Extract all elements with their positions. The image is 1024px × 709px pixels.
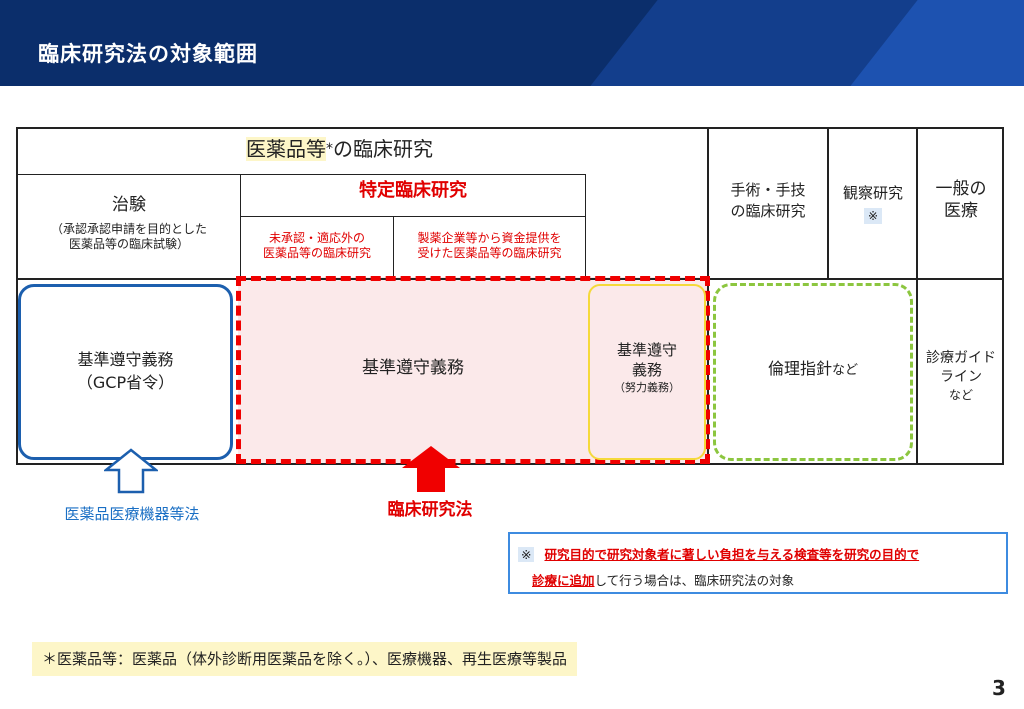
note-mark-icon: ※ (518, 547, 535, 562)
page-number: 3 (992, 676, 1006, 700)
pmd-act-label: 医薬品医療機器等法 (64, 505, 200, 523)
observation-research-label: 観察研究 ※ (842, 184, 903, 224)
clinical-act-label: 臨床研究法 (387, 500, 473, 520)
effort-duty-box (588, 284, 706, 460)
gcp-duty-label: 基準遵守義務（GCP省令） (76, 350, 175, 393)
ethics-guideline-label: 倫理指針など (767, 359, 859, 378)
funded-research-label: 製薬企業等から資金提供を受けた医薬品等の臨床研究 (417, 231, 562, 260)
chiken-sub: （承認承認申請を目的とした医薬品等の臨床試験） (50, 222, 207, 251)
ethics-guideline-box (713, 283, 913, 461)
note-box (508, 532, 1008, 594)
header-bar (0, 0, 1024, 86)
footnote: ＊医薬品等：医薬品（体外診断用医薬品を除く。）、医療機器、再生医療等製品 (32, 642, 578, 676)
page-title: 臨床研究法の対象範囲 (38, 42, 258, 66)
specific-duty-label: 基準遵守義務 (362, 358, 464, 378)
clinical-research-header: 医薬品等*の臨床研究 (246, 137, 433, 161)
specific-research-area (238, 277, 708, 464)
note-text: ※ 研究目的で研究対象者に著しい負担を与える検査等を研究の目的で 診療に追加して… (518, 542, 1004, 594)
chiken-title: 治験 (112, 195, 146, 215)
effort-duty-label: 基準遵守義務 （努力義務） (614, 341, 680, 394)
arrow-up-outline-icon (104, 448, 158, 494)
clinical-guideline-label: 診療ガイドライン など (926, 350, 996, 402)
arrow-up-red-icon (402, 446, 460, 492)
unapproved-research-label: 未承認・適応外の医薬品等の臨床研究 (262, 231, 371, 260)
surgery-research-label: 手術・手技の臨床研究 (730, 181, 806, 220)
specific-research-title: 特定臨床研究 (359, 180, 467, 201)
specific-research-dashed-box (236, 276, 710, 464)
note-mark-icon: ※ (863, 207, 883, 224)
general-medicine-label: 一般の医療 (935, 179, 987, 222)
